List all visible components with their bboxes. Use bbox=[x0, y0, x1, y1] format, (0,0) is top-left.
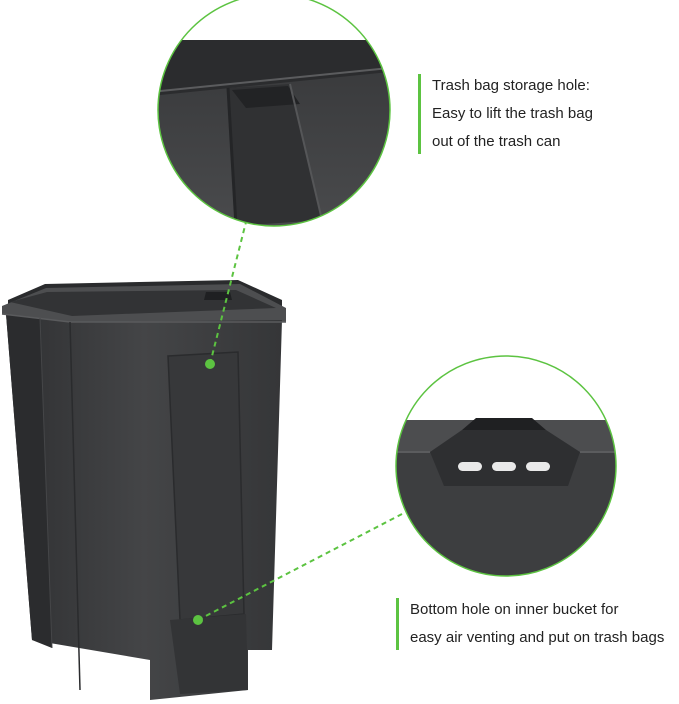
callout-text: easy air venting and put on trash bags bbox=[410, 629, 665, 646]
rim-handle-hole bbox=[204, 292, 232, 300]
connector-dot-top bbox=[205, 359, 215, 369]
callout-accent-bar bbox=[418, 74, 421, 154]
vent-notch bbox=[430, 430, 580, 486]
callout-bottom-hole: Bottom hole on inner bucket for easy air… bbox=[396, 596, 664, 652]
storage-hole bbox=[228, 84, 322, 226]
front-recess bbox=[167, 351, 245, 621]
vent-slot-3 bbox=[526, 462, 550, 471]
callout-storage-hole: Trash bag storage hole: Easy to lift the… bbox=[418, 72, 593, 156]
callout-text: Bottom hole on inner bucket for bbox=[410, 601, 619, 618]
vent-slot-2 bbox=[492, 462, 516, 471]
callout-accent-bar bbox=[396, 598, 399, 650]
callout-text: Easy to lift the trash bag bbox=[432, 105, 593, 122]
connector-dot-bottom bbox=[193, 615, 203, 625]
callout-text: out of the trash can bbox=[432, 133, 561, 150]
zoom-circle-bottom bbox=[395, 355, 617, 577]
trash-bucket bbox=[1, 280, 286, 700]
callout-title: Trash bag storage hole: bbox=[432, 77, 590, 94]
connector-lines bbox=[193, 221, 403, 625]
vent-slot-1 bbox=[458, 462, 482, 471]
zoom-circle-top bbox=[157, 0, 391, 227]
